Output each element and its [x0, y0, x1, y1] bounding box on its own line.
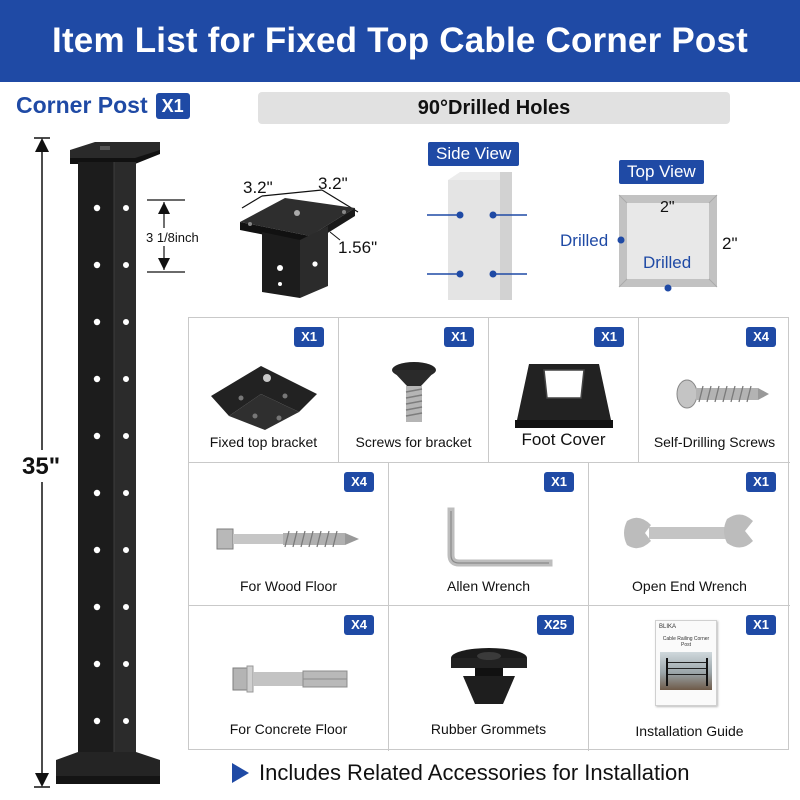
item-name: Fixed top bracket	[209, 434, 318, 450]
item-name: Foot Cover	[521, 430, 606, 449]
item-fixed-top-bracket: X1 Fixed top bracket	[189, 318, 339, 463]
bracket-screw-icon	[392, 362, 436, 422]
item-rubber-grommets: X25 Rubber Grommets	[389, 606, 589, 751]
self-drilling-screw-icon	[676, 379, 769, 409]
item-name: For Wood Floor	[240, 578, 337, 594]
side-view-image	[427, 172, 527, 300]
item-qty-badge: X1	[594, 327, 624, 347]
items-grid: X1 Fixed top bracket X1 Screws for brack…	[188, 317, 790, 751]
bracket-height: 1.56"	[338, 238, 377, 257]
guide-brand: BLIKA	[659, 624, 677, 630]
fixed-top-bracket-icon	[211, 366, 317, 430]
corner-post-text: Corner Post	[16, 92, 148, 118]
footer-note: Includes Related Accessories for Install…	[232, 760, 689, 786]
item-name: Allen Wrench	[446, 578, 530, 594]
item-open-end-wrench: X1 Open End Wrench	[589, 463, 790, 606]
item-qty-badge: X4	[344, 615, 374, 635]
top-view-drilled-bottom: Drilled	[643, 253, 691, 272]
item-wood-floor-bolt: X4 For Wood Floor	[189, 463, 389, 606]
hole-spacing-value: 3 1/8inch	[146, 230, 199, 245]
top-view-drilled-left: Drilled	[560, 231, 608, 250]
corner-post-image	[56, 142, 160, 784]
height-dimension	[24, 137, 64, 788]
item-name: Screws for bracket	[355, 434, 472, 450]
rubber-grommet-icon	[451, 648, 527, 704]
item-concrete-floor-anchor: X4 For Concrete Floor	[189, 606, 389, 751]
side-view-tag: Side View	[428, 142, 520, 166]
item-name: Installation Guide	[635, 723, 744, 739]
concrete-anchor-bolt-icon	[232, 665, 348, 693]
height-value: 35"	[22, 453, 60, 480]
open-end-wrench-icon	[624, 514, 753, 549]
item-name: Rubber Grommets	[430, 721, 547, 737]
item-name: Self-Drilling Screws	[653, 434, 776, 450]
foot-cover-icon	[515, 364, 613, 428]
guide-title: Cable Railing Corner Post	[662, 636, 710, 648]
page-title: Item List for Fixed Top Cable Corner Pos…	[52, 21, 748, 60]
item-allen-wrench: X1 Allen Wrench	[389, 463, 589, 606]
item-installation-guide: X1 BLIKA Cable Railing Corner Post Insta…	[589, 606, 790, 751]
item-name: Open End Wrench	[632, 578, 747, 594]
guide-photo	[660, 652, 712, 690]
item-qty-badge: X25	[536, 615, 574, 635]
item-qty-badge: X1	[544, 472, 574, 492]
top-view-tag: Top View	[619, 160, 704, 184]
bracket-closeup-image	[240, 189, 359, 298]
item-screws-for-bracket: X1 Screws for bracket	[339, 318, 489, 463]
item-qty-badge: X1	[746, 615, 776, 635]
item-name: For Concrete Floor	[229, 721, 348, 737]
top-view-image	[617, 194, 718, 292]
footer-text: Includes Related Accessories for Install…	[259, 760, 690, 785]
top-view-size-right: 2"	[722, 234, 738, 253]
item-qty-badge: X1	[444, 327, 474, 347]
bracket-width-2: 3.2"	[318, 174, 348, 193]
drilled-holes-header: 90°Drilled Holes	[258, 92, 730, 124]
top-view-size-top: 2"	[660, 199, 675, 216]
item-self-drilling-screws: X4 Self-Drilling Screws	[639, 318, 790, 463]
item-qty-badge: X1	[294, 327, 324, 347]
item-qty-badge: X1	[746, 472, 776, 492]
hole-spacing-dimension	[147, 199, 185, 273]
installation-guide-booklet: BLIKA Cable Railing Corner Post	[655, 620, 717, 706]
item-qty-badge: X4	[344, 472, 374, 492]
bracket-width-1: 3.2"	[243, 178, 273, 197]
item-foot-cover: X1 Foot Cover	[489, 318, 639, 463]
item-qty-badge: X4	[746, 327, 776, 347]
corner-post-qty-badge: X1	[155, 92, 190, 119]
corner-post-label: Corner Post X1	[16, 92, 190, 119]
play-triangle-icon	[232, 763, 249, 783]
title-banner: Item List for Fixed Top Cable Corner Pos…	[0, 0, 800, 82]
wood-lag-screw-icon	[216, 528, 359, 550]
allen-wrench-icon	[447, 507, 553, 567]
